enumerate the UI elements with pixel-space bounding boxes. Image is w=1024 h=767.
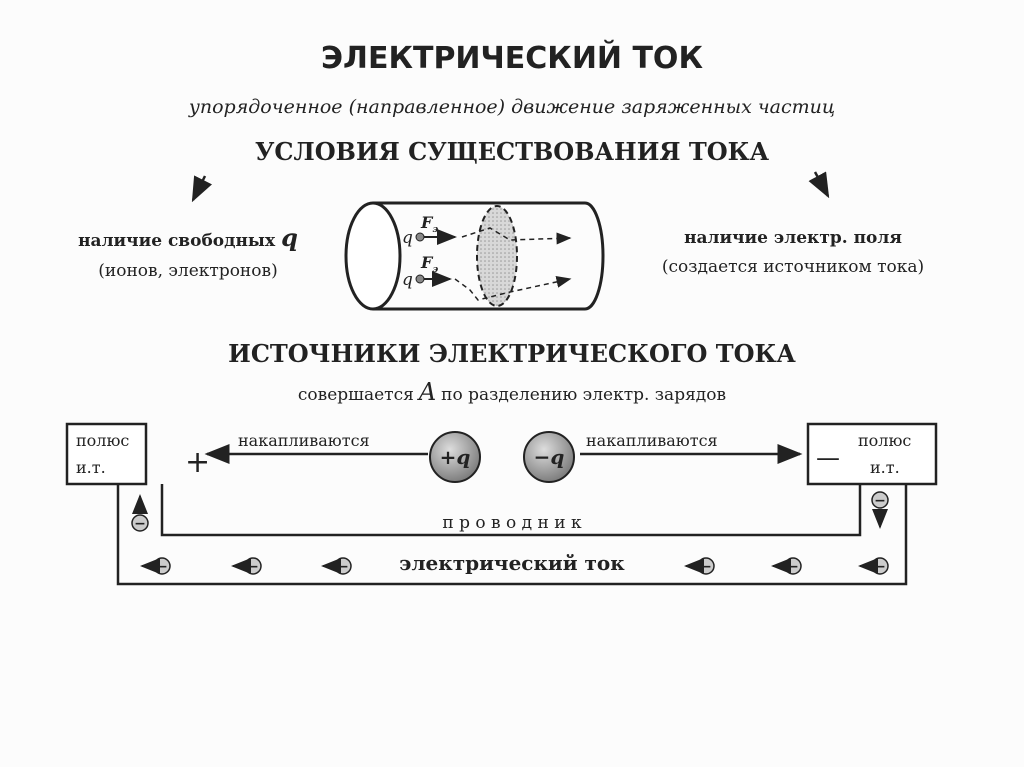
conductor-loop	[116, 484, 908, 586]
svg-text:полюс: полюс	[858, 431, 911, 450]
conditions-heading: УСЛОВИЯ СУЩЕСТВОВАНИЯ ТОКА	[255, 137, 770, 166]
conductor-cylinder: q q Fэ Fэ	[344, 201, 605, 311]
charge-symbol: q	[281, 223, 298, 252]
positive-charge-ball	[429, 431, 481, 483]
positive-charge-label: +q	[440, 445, 471, 469]
svg-text:−: −	[156, 559, 168, 575]
source-created-text: (создается источником тока)	[662, 257, 924, 277]
arrow-right-icon	[808, 171, 830, 199]
sources-heading: ИСТОЧНИКИ ЭЛЕКТРИЧЕСКОГО ТОКА	[228, 339, 796, 368]
accumulate-left-text: накапливаются	[238, 431, 370, 450]
definition-text: упорядоченное (направленное) движение за…	[188, 96, 835, 118]
svg-text:−: −	[874, 493, 886, 509]
arrow-left-icon	[191, 175, 213, 203]
main-title: ЭЛЕКТРИЧЕСКИЙ ТОК	[321, 40, 703, 76]
svg-text:−: −	[874, 559, 886, 575]
force-label-1: Fэ	[420, 213, 438, 235]
svg-text:−: −	[787, 559, 799, 575]
plus-sign: +	[185, 445, 210, 480]
svg-text:−: −	[247, 559, 259, 575]
accumulate-right-text: накапливаются	[586, 431, 718, 450]
positive-pole-box: полюс и.т. +	[65, 422, 210, 486]
svg-text:−: −	[134, 516, 146, 532]
free-charges-text: наличие свободных	[78, 231, 276, 251]
force-label-2: Fэ	[420, 253, 438, 275]
svg-text:−: −	[700, 559, 712, 575]
electron-icon: −	[231, 557, 262, 575]
electron-icon: −	[858, 557, 889, 575]
negative-charge-ball	[523, 431, 575, 483]
current-label: электрический ток	[399, 551, 625, 575]
charge-label-2: q	[402, 270, 413, 290]
electron-flow: − − − − − − − −	[131, 491, 889, 575]
svg-text:и.т.: и.т.	[870, 458, 900, 477]
electron-icon: −	[140, 557, 171, 575]
svg-text:−: −	[337, 559, 349, 575]
electron-icon: −	[871, 491, 889, 529]
ions-electrons-text: (ионов, электронов)	[98, 261, 277, 281]
charge-label-1: q	[402, 228, 413, 248]
cross-section	[476, 205, 518, 307]
electric-field-text: наличие электр. поля	[684, 228, 902, 248]
svg-text:полюс: полюс	[76, 431, 129, 450]
negative-pole-box: — полюс и.т.	[806, 422, 938, 486]
electron-icon: −	[684, 557, 715, 575]
electron-icon: −	[321, 557, 352, 575]
electron-icon: −	[131, 494, 149, 532]
negative-charge-label: −q	[534, 445, 565, 469]
svg-text:и.т.: и.т.	[76, 458, 106, 477]
electron-icon: −	[771, 557, 802, 575]
conductor-label: п р о в о д н и к	[442, 513, 582, 533]
minus-sign: —	[816, 444, 840, 472]
